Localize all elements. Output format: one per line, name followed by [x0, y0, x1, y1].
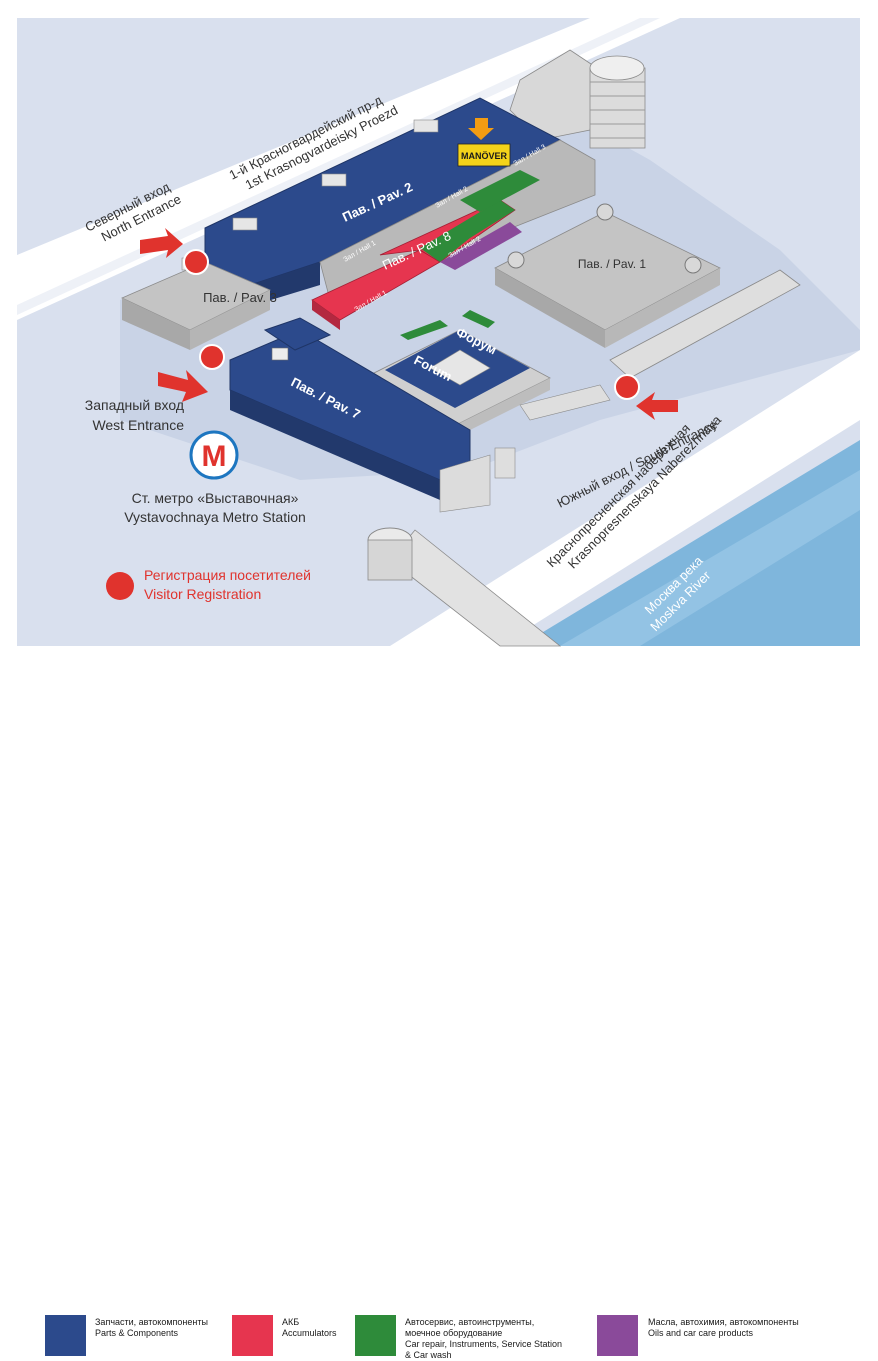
- registration-legend-icon: [106, 572, 134, 600]
- north-entrance-arrow-icon: [140, 228, 183, 258]
- metro-logo: М: [189, 430, 239, 480]
- category-legend: Запчасти, автокомпоненты Parts & Compone…: [0, 650, 878, 1360]
- pav8-car-repair-zone[interactable]: [420, 200, 515, 262]
- legend-swatch-car-repair: [355, 1315, 396, 1356]
- registration-marker-west[interactable]: [199, 344, 225, 370]
- south-entrance-arrow-icon: [636, 392, 678, 420]
- expo-map: MANÖVER 1-й Красногвардейский пр-д 1st K…: [17, 18, 860, 647]
- pav3-label: Пав. / Pav. 3: [203, 290, 277, 305]
- pav1-label: Пав. / Pav. 1: [578, 257, 646, 271]
- manover-logo: MANÖVER: [461, 151, 508, 161]
- legend-oils-en: Oils and car care products: [648, 1328, 754, 1338]
- legend-swatch-parts: [45, 1315, 86, 1356]
- embankment-road: [390, 350, 860, 646]
- pavilion-3[interactable]: [121, 261, 271, 350]
- bridge-ramp: [367, 527, 562, 647]
- legend-oils-ru: Масла, автохимия, автокомпоненты: [648, 1317, 799, 1327]
- registration-label-ru: Регистрация посетителей: [144, 567, 311, 583]
- registration-marker-north[interactable]: [183, 249, 209, 275]
- svg-text:М: М: [202, 440, 227, 473]
- south-gallery: [609, 269, 801, 379]
- manover-booth-marker[interactable]: MANÖVER: [457, 118, 511, 167]
- pavilion-7[interactable]: [229, 317, 491, 513]
- legend-car-repair-ru-1: Автосервис, автоинструменты,: [405, 1317, 535, 1327]
- legend-swatch-accumulators: [232, 1315, 273, 1356]
- legend-car-repair-ru-2: моечное оборудование: [405, 1328, 503, 1338]
- legend-car-repair-en-2: & Car wash: [405, 1350, 452, 1360]
- pav8-hall2-oils[interactable]: [440, 222, 522, 270]
- west-entrance-arrow-icon: [158, 370, 208, 402]
- west-entrance-label-ru: Западный вход: [85, 397, 184, 413]
- arrow-down-icon: [468, 118, 494, 140]
- pavilion-1[interactable]: [494, 203, 721, 348]
- registration-label-en: Visitor Registration: [144, 586, 261, 602]
- legend-swatch-oils: [597, 1315, 638, 1356]
- moskva-river: [520, 440, 860, 646]
- west-entrance-label-en: West Entrance: [92, 417, 184, 433]
- pavilion-8[interactable]: [311, 199, 522, 330]
- metro-label-ru: Ст. метро «Выставочная»: [132, 490, 299, 506]
- tower-building: [509, 49, 646, 149]
- church-building: [494, 447, 516, 479]
- registration-marker-south[interactable]: [614, 374, 640, 400]
- pav2-car-repair-zone: [460, 170, 540, 212]
- metro-label-en: Vystavochnaya Metro Station: [124, 509, 306, 525]
- legend-car-repair-en-1: Car repair, Instruments, Service Station: [405, 1339, 563, 1349]
